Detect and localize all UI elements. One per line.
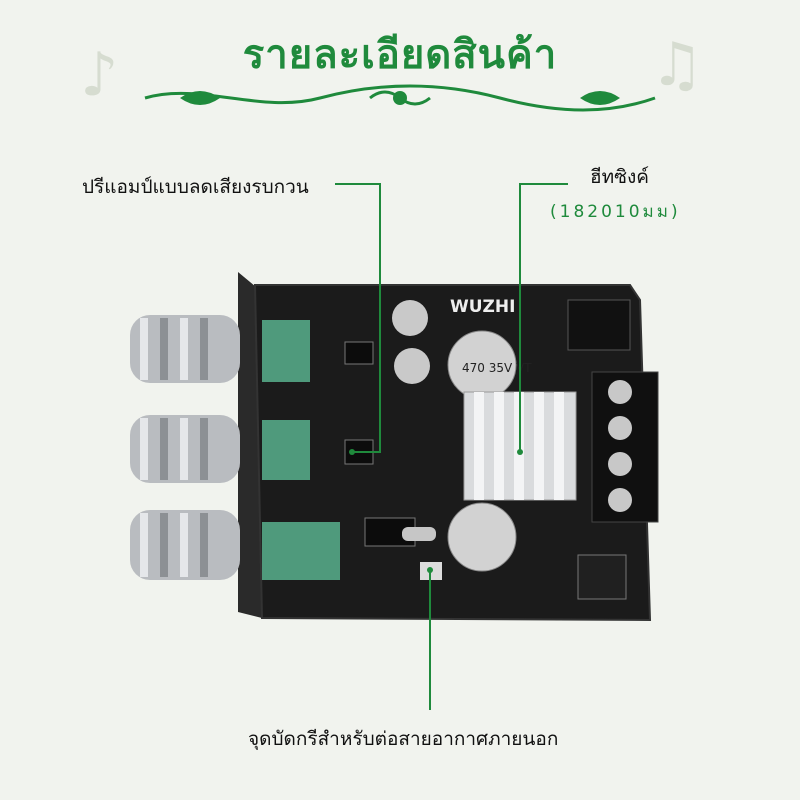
board-brand: WUZHI bbox=[450, 297, 515, 317]
music-note-icon: ♪ bbox=[80, 40, 119, 110]
capacitor-label: 470 35V VT bbox=[462, 361, 532, 375]
heatsink-size: (182010มม) bbox=[550, 202, 681, 222]
antenna-solder-callout: จุดบัดกรีสำหรับต่อสายอากาศภายนอก bbox=[248, 728, 559, 750]
volume-knob bbox=[130, 315, 240, 383]
leaf-ornament bbox=[144, 84, 656, 112]
page-title: รายละเอียดสินค้า bbox=[242, 32, 558, 78]
treble-knob bbox=[130, 415, 240, 483]
bass-knob bbox=[130, 510, 240, 580]
music-note-icon: ♫ bbox=[650, 30, 704, 100]
heatsink-callout: ฮีทซิงค์ bbox=[590, 166, 650, 188]
preamp-callout: ปรีแอมป์แบบลดเสียงรบกวน bbox=[82, 176, 309, 198]
